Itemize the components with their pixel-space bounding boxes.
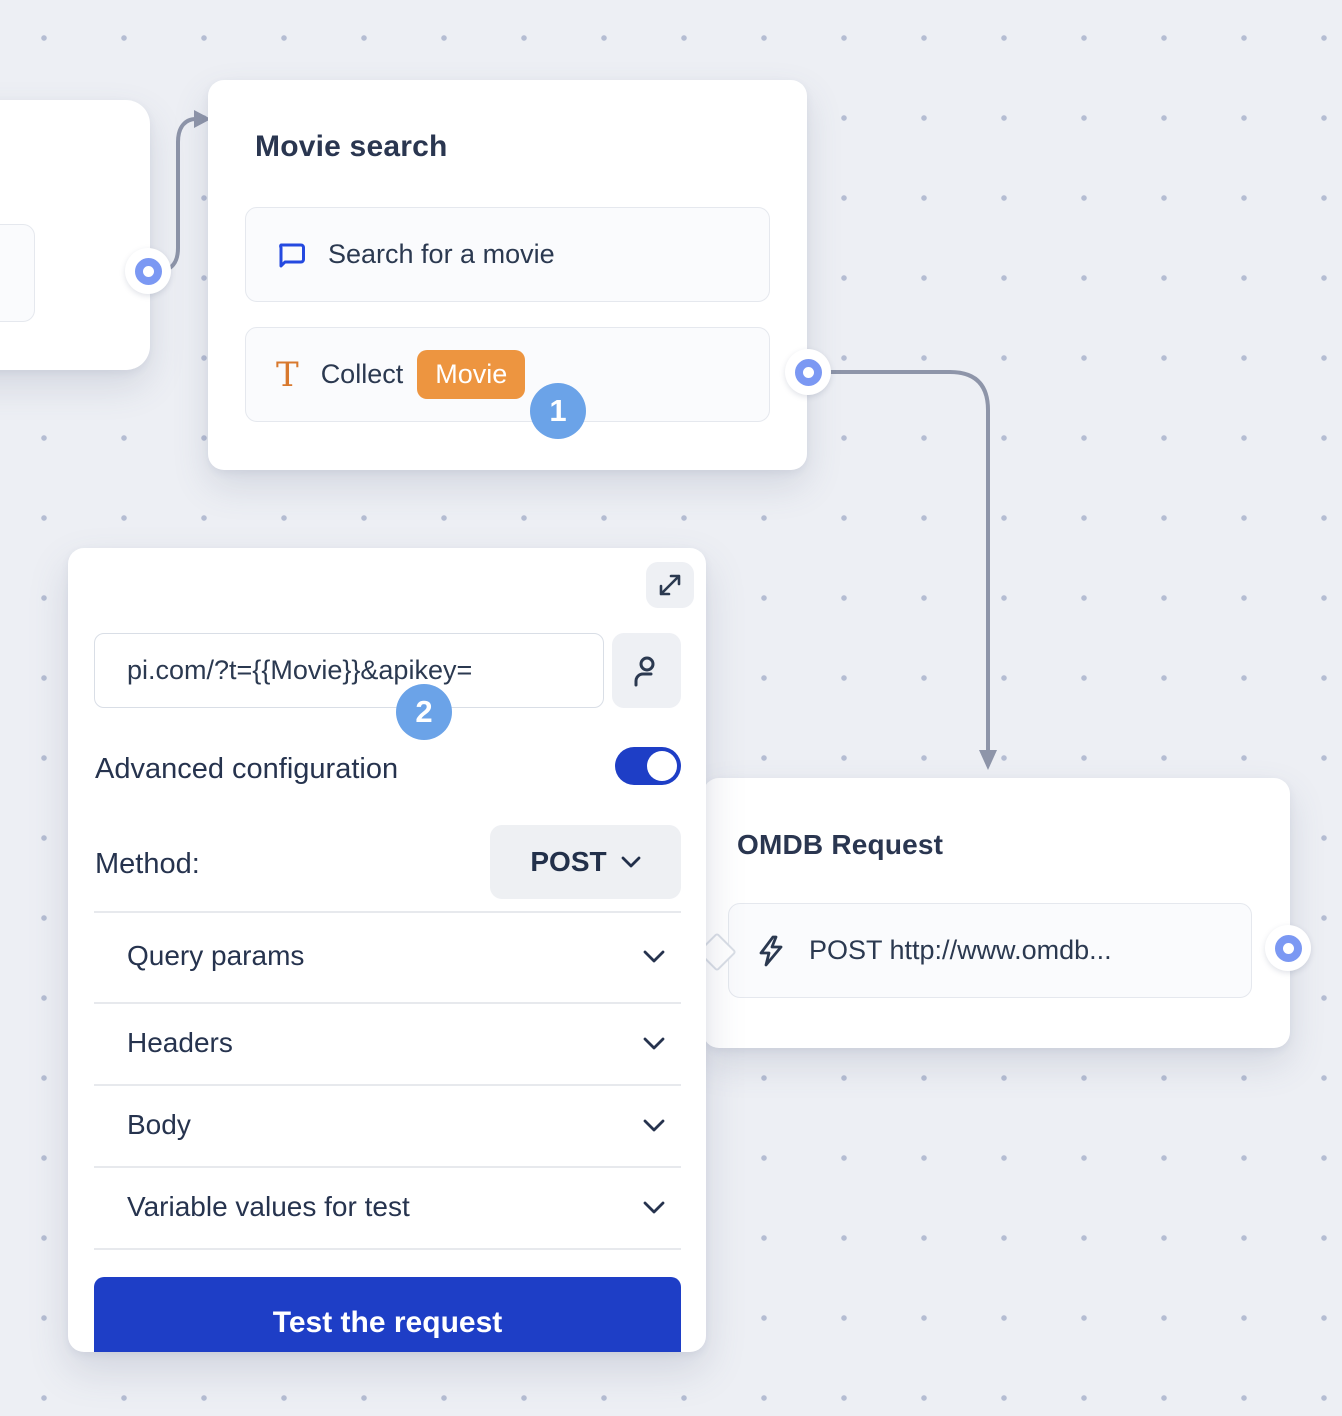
section-label: Body bbox=[127, 1109, 191, 1140]
method-value: POST bbox=[530, 846, 607, 877]
block-search-for-a-movie[interactable]: Search for a movie bbox=[245, 207, 770, 302]
user-icon bbox=[634, 656, 654, 686]
chevron-down-icon bbox=[621, 856, 641, 868]
block-label: Collect bbox=[320, 359, 404, 389]
section-label: Query params bbox=[127, 940, 305, 971]
method-label: Method: bbox=[95, 848, 200, 880]
block-collect-movie[interactable]: T Collect Movie bbox=[245, 327, 770, 422]
section-label: Headers bbox=[127, 1027, 233, 1058]
section-label: Variable values for test bbox=[127, 1191, 410, 1222]
divider bbox=[94, 911, 681, 913]
step-badge-2: 2 bbox=[396, 684, 452, 740]
divider bbox=[94, 1166, 681, 1168]
section-variable-values[interactable]: Variable values for test bbox=[94, 1167, 681, 1247]
url-input[interactable] bbox=[94, 633, 604, 708]
expand-icon bbox=[659, 574, 681, 596]
node-title: Movie search bbox=[255, 130, 448, 163]
advanced-configuration-label: Advanced configuration bbox=[95, 753, 399, 785]
port-ring-icon bbox=[794, 358, 822, 386]
variable-badge[interactable]: Movie bbox=[417, 350, 526, 399]
method-dropdown[interactable]: POST bbox=[490, 825, 681, 899]
chevron-down-icon bbox=[643, 1037, 665, 1049]
test-request-button[interactable]: Test the request bbox=[94, 1277, 681, 1352]
node-title: OMDB Request bbox=[737, 829, 944, 860]
chat-bubble-icon bbox=[276, 240, 306, 270]
port-ring-icon bbox=[134, 257, 162, 285]
text-icon: T bbox=[276, 354, 299, 395]
divider bbox=[94, 1084, 681, 1086]
divider bbox=[94, 1248, 681, 1250]
node-movie-search[interactable]: Movie search Search for a movie T Collec… bbox=[208, 80, 807, 470]
chevron-down-icon bbox=[643, 1119, 665, 1131]
movie-search-output-port[interactable] bbox=[785, 349, 831, 395]
block-label: POST http://www.omdb... bbox=[809, 935, 1112, 965]
divider bbox=[94, 1002, 681, 1004]
chevron-down-icon bbox=[643, 950, 665, 962]
section-headers[interactable]: Headers bbox=[94, 1003, 681, 1083]
lightning-icon bbox=[755, 934, 787, 968]
omdb-output-port[interactable] bbox=[1265, 925, 1311, 971]
step-badge-1: 1 bbox=[530, 383, 586, 439]
chevron-down-icon bbox=[643, 1201, 665, 1213]
partial-node-card[interactable] bbox=[0, 100, 150, 370]
connector-line-left bbox=[156, 117, 198, 273]
user-variable-button[interactable] bbox=[612, 633, 681, 708]
section-body[interactable]: Body bbox=[94, 1085, 681, 1165]
partial-node-item[interactable] bbox=[0, 224, 35, 322]
toggle-knob bbox=[647, 751, 677, 781]
connector-line-right bbox=[828, 370, 990, 754]
advanced-configuration-toggle[interactable] bbox=[615, 747, 681, 785]
expand-button[interactable] bbox=[646, 562, 694, 608]
section-query-params[interactable]: Query params bbox=[94, 916, 681, 996]
connection-port[interactable] bbox=[125, 248, 171, 294]
webhook-config-panel[interactable]: Advanced configuration Method: POST Quer… bbox=[68, 548, 706, 1352]
block-post-request[interactable]: POST http://www.omdb... bbox=[728, 903, 1252, 998]
block-label: Search for a movie bbox=[328, 239, 555, 269]
port-ring-icon bbox=[1274, 934, 1302, 962]
node-omdb-request[interactable]: OMDB Request POST http://www.omdb... bbox=[703, 778, 1290, 1048]
connector-arrow-icon bbox=[979, 750, 997, 770]
